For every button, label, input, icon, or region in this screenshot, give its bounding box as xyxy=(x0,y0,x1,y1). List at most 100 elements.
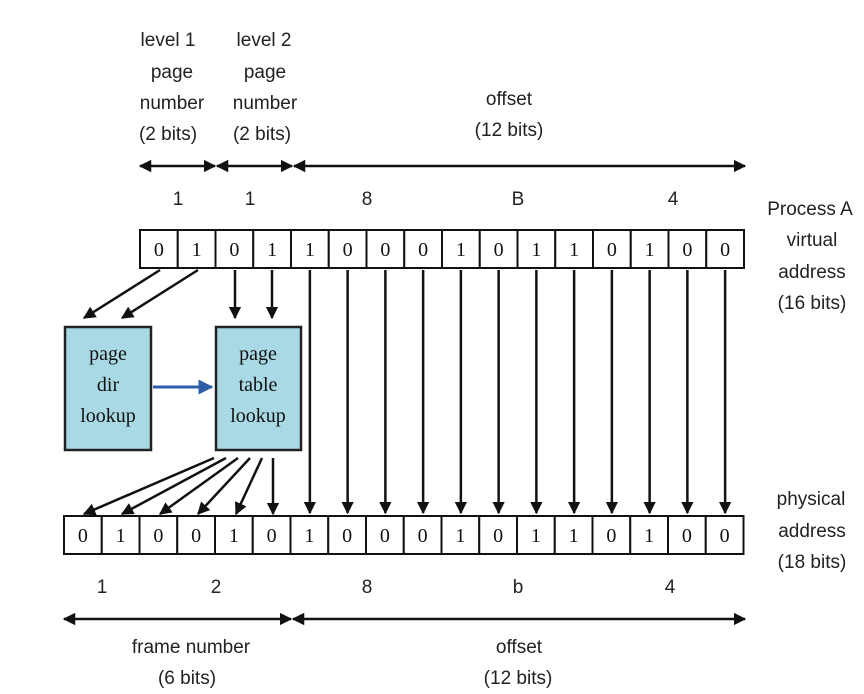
physical-bit-cell-value: 0 xyxy=(78,525,88,547)
virtual-hex-digit: B xyxy=(512,189,525,210)
virtual-bit-cell: 1 xyxy=(554,229,594,269)
bottom-offset-label: offset (12 bits) xyxy=(484,637,553,689)
arrow-table-to-frame-bit4 xyxy=(234,457,264,516)
physical-bit-cell-value: 0 xyxy=(606,525,616,547)
virtual-bit-cell-value: 1 xyxy=(305,239,315,261)
virtual-bit-cell: 1 xyxy=(441,229,481,269)
physical-bit-cell-value: 0 xyxy=(418,525,428,547)
physical-bit-cell: 1 xyxy=(629,515,669,555)
svg-text:level 1: level 1 xyxy=(141,30,196,51)
svg-text:table: table xyxy=(239,374,278,396)
virtual-hex-digit: 8 xyxy=(362,189,373,210)
virtual-bit-cell: 0 xyxy=(705,229,745,269)
physical-hex-digit: 1 xyxy=(97,577,108,598)
physical-bit-cell-value: 0 xyxy=(191,525,201,547)
lookup-input-arrows xyxy=(82,268,279,320)
virtual-bit-cell-value: 1 xyxy=(645,239,655,261)
virtual-bit-cell-value: 0 xyxy=(229,239,239,261)
virtual-hex-digits: 1 1 8 B 4 xyxy=(173,189,679,210)
virtual-bit-cell-value: 0 xyxy=(607,239,617,261)
svg-text:lookup: lookup xyxy=(230,405,286,427)
arrow-bit0-to-dir xyxy=(82,268,161,320)
virtual-bit-cell-value: 1 xyxy=(192,239,202,261)
virtual-bit-cell-value: 0 xyxy=(380,239,390,261)
svg-text:frame number: frame number xyxy=(132,637,251,658)
frame-number-label: frame number (6 bits) xyxy=(132,637,251,689)
svg-text:(12 bits): (12 bits) xyxy=(475,120,544,141)
arrow-table-to-frame-bit3 xyxy=(197,457,251,515)
svg-text:(18 bits): (18 bits) xyxy=(778,552,847,573)
virtual-bit-cell-value: 0 xyxy=(720,239,730,261)
physical-bit-cell: 0 xyxy=(63,515,103,555)
virtual-bit-cell: 0 xyxy=(403,229,443,269)
arrow-table-to-frame-bit0 xyxy=(82,456,215,516)
physical-bit-cell: 0 xyxy=(327,515,367,555)
physical-bit-cell-value: 0 xyxy=(153,525,163,547)
virtual-bit-cell-value: 1 xyxy=(531,239,541,261)
virtual-hex-digit: 4 xyxy=(668,189,679,210)
virtual-bit-cell-value: 1 xyxy=(456,239,466,261)
svg-text:(2 bits): (2 bits) xyxy=(233,124,291,145)
physical-bit-cell: 1 xyxy=(289,515,330,555)
virtual-bit-cell: 1 xyxy=(252,229,292,269)
svg-text:dir: dir xyxy=(97,374,120,396)
physical-bit-cell-value: 1 xyxy=(455,525,465,547)
physical-bit-cell: 0 xyxy=(704,515,745,555)
svg-text:address: address xyxy=(778,262,846,283)
physical-bit-cell: 0 xyxy=(365,515,405,555)
virtual-bit-cell: 1 xyxy=(176,229,217,269)
virtual-bit-cell: 1 xyxy=(290,229,330,269)
physical-bit-cell: 1 xyxy=(440,515,481,555)
physical-bit-cell: 1 xyxy=(214,515,254,555)
physical-bit-cell-value: 1 xyxy=(229,525,239,547)
virtual-bit-cell: 0 xyxy=(139,229,179,269)
arrow-table-to-frame-bit1 xyxy=(120,456,227,516)
page-dir-lookup-box: page dir lookup xyxy=(63,325,153,452)
virtual-address-label: Process A virtual address (16 bits) xyxy=(767,199,853,314)
physical-bit-cell: 0 xyxy=(138,515,179,555)
page-table-lookup-box: page table lookup xyxy=(214,325,303,452)
physical-bit-cell-value: 1 xyxy=(569,525,579,547)
svg-text:(6 bits): (6 bits) xyxy=(158,668,216,689)
virtual-bit-cell: 1 xyxy=(629,229,670,269)
physical-bit-cell-value: 0 xyxy=(267,525,277,547)
svg-text:page: page xyxy=(89,343,127,365)
offset-passthrough-arrows xyxy=(303,270,732,515)
physical-bit-cell-value: 1 xyxy=(116,525,126,547)
virtual-bit-cell: 0 xyxy=(327,229,368,269)
physical-hex-digit: b xyxy=(513,577,524,598)
physical-bit-cell: 1 xyxy=(516,515,556,555)
svg-text:Process A: Process A xyxy=(767,199,853,220)
physical-bit-cell: 1 xyxy=(100,515,141,555)
svg-text:offset: offset xyxy=(486,89,533,110)
virtual-bit-cell: 0 xyxy=(365,229,406,269)
svg-text:(16 bits): (16 bits) xyxy=(778,293,847,314)
virtual-hex-digit: 1 xyxy=(245,189,256,210)
virtual-bit-cell-value: 0 xyxy=(494,239,504,261)
physical-bit-cell-value: 1 xyxy=(644,525,654,547)
virtual-bit-cell-value: 1 xyxy=(569,239,579,261)
physical-bit-cell: 0 xyxy=(176,515,216,555)
svg-text:physical: physical xyxy=(777,489,846,510)
physical-hex-digit: 2 xyxy=(211,577,222,598)
svg-text:offset: offset xyxy=(496,637,543,658)
svg-text:virtual: virtual xyxy=(787,230,838,251)
physical-hex-digits: 1 2 8 b 4 xyxy=(97,577,676,598)
svg-text:page: page xyxy=(151,62,193,83)
virtual-bit-cell: 0 xyxy=(592,229,632,269)
virtual-bit-cell: 0 xyxy=(214,229,255,269)
frame-output-arrows xyxy=(82,456,280,516)
physical-address-label: physical address (18 bits) xyxy=(777,489,847,573)
svg-text:address: address xyxy=(778,521,846,542)
physical-bit-cell-value: 1 xyxy=(531,525,541,547)
level1-page-number-label: level 1 page number (2 bits) xyxy=(139,30,205,145)
physical-bit-cell: 0 xyxy=(251,515,292,555)
physical-bit-cell: 0 xyxy=(591,515,632,555)
svg-text:number: number xyxy=(140,93,205,114)
physical-bit-cell: 0 xyxy=(478,515,518,555)
physical-bit-cell-value: 0 xyxy=(380,525,390,547)
physical-hex-digit: 4 xyxy=(665,577,676,598)
